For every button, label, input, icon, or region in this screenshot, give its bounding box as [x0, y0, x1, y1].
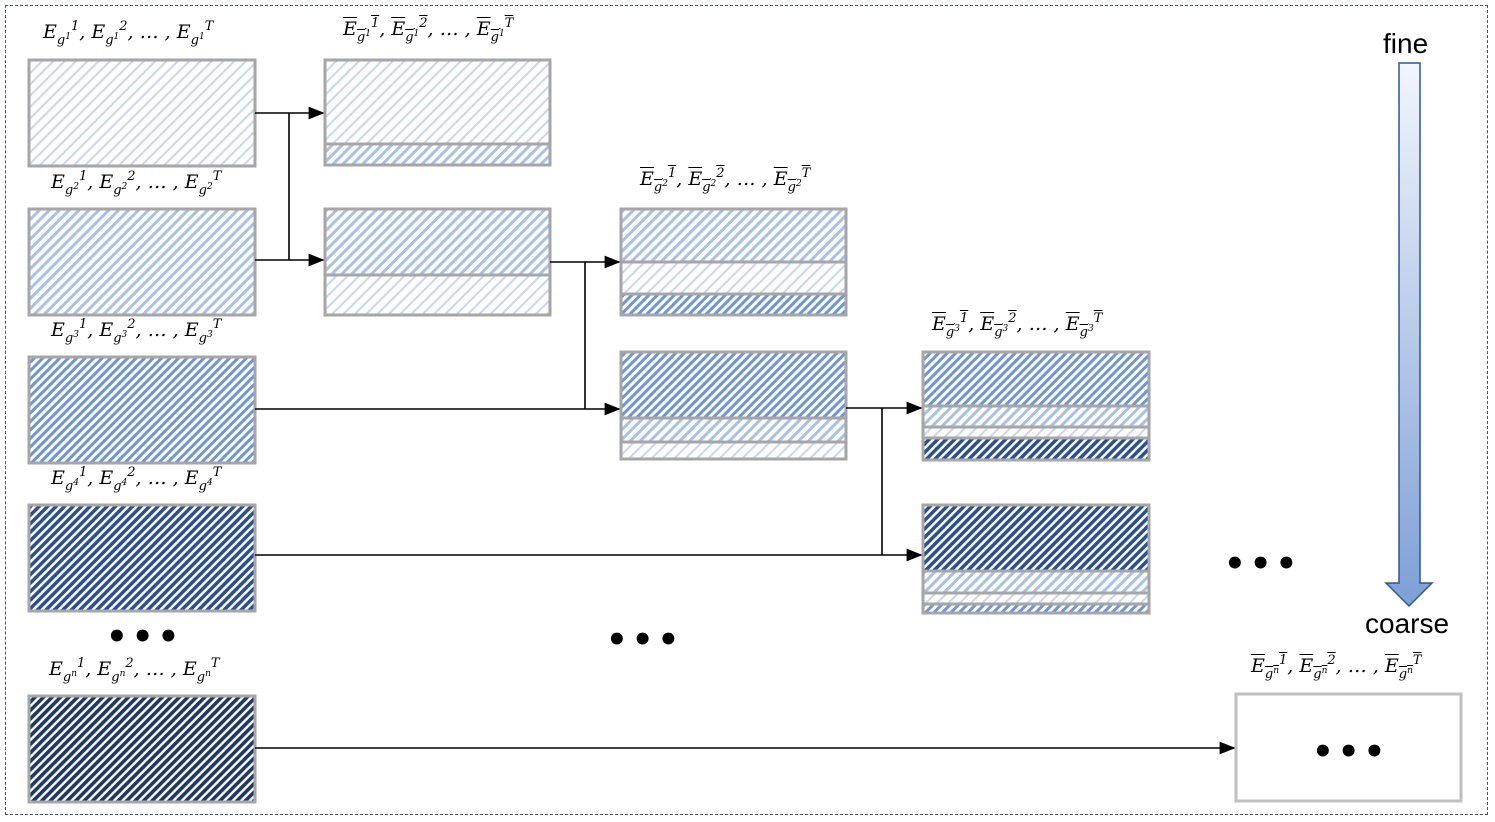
ellipsis-left: •••: [106, 617, 184, 657]
merged-block-g3: [921, 350, 1151, 462]
dashed-frame: [5, 5, 1488, 815]
input-label-gn: Egn1, Egn2, … , EgnT: [49, 656, 220, 685]
merged-block-g4-input: [921, 503, 1151, 615]
output-label-gn: Egn1, Egn2, … , EgnT: [1251, 653, 1422, 682]
merged-block-g2: [619, 207, 848, 317]
ellipsis-right: •••: [1224, 544, 1302, 584]
input-block-g1: [27, 58, 257, 168]
input-block-g4: [27, 503, 257, 613]
ellipsis-final-block: •••: [1312, 732, 1390, 772]
ellipsis-middle: •••: [606, 620, 684, 660]
input-label-g2: Eg21, Eg22, … , Eg2T: [51, 169, 222, 198]
final-output-block: [1234, 692, 1463, 803]
input-blocks: [27, 58, 257, 804]
input-block-g3: [27, 355, 257, 465]
output-label-g1: Eg11, Eg12, … , Eg1T: [343, 16, 514, 45]
output-label-g3: Eg31, Eg32, … , Eg3T: [932, 311, 1103, 340]
input-block-gn: [27, 694, 257, 804]
merged-block-g3-input: [619, 350, 848, 461]
connectors: [255, 106, 1236, 755]
input-label-g3: Eg31, Eg32, … , Eg3T: [51, 317, 222, 346]
input-label-g4: Eg41, Eg42, … , Eg4T: [51, 465, 222, 494]
merged-block-g2-input: [323, 207, 552, 317]
input-block-g2: [27, 207, 257, 317]
input-label-g1: Eg11, Eg12, … , Eg1T: [43, 19, 214, 48]
fine-label: fine: [1383, 28, 1429, 59]
merged-block-g1: [323, 58, 552, 167]
output-label-g2: Eg21, Eg22, … , Eg2T: [640, 166, 811, 195]
coarse-label: coarse: [1365, 608, 1450, 639]
fine-coarse-arrow: [1384, 62, 1434, 608]
